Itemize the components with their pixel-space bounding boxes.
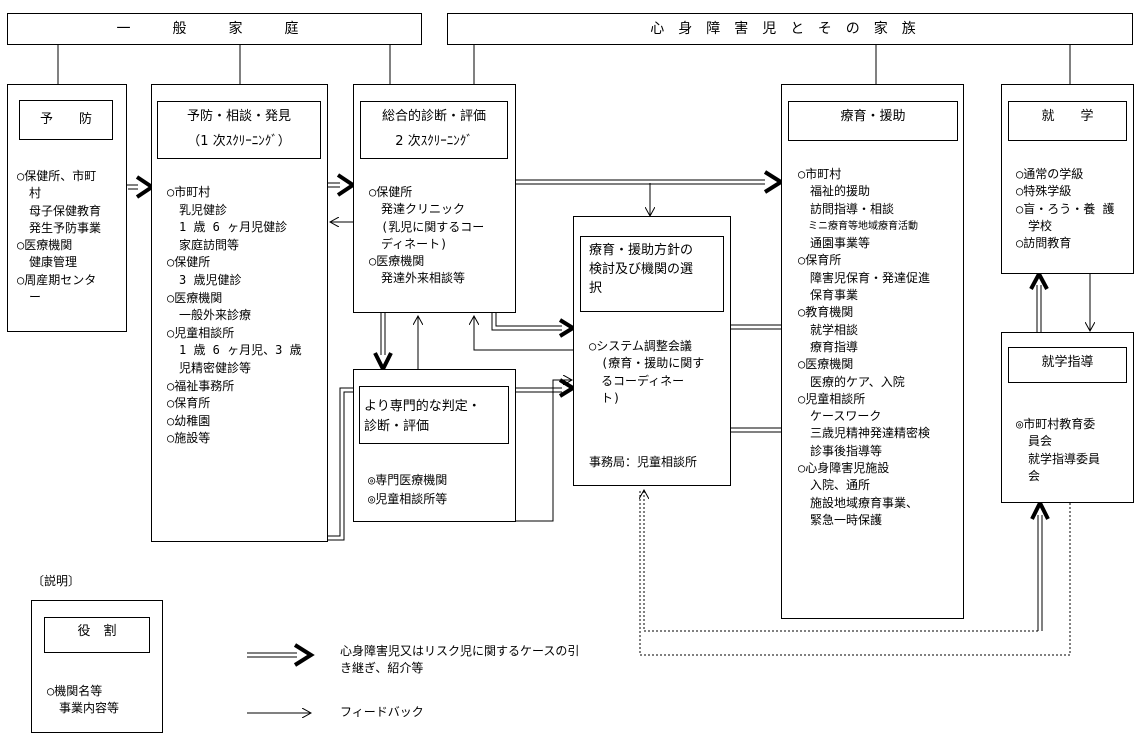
screening1-box <box>151 84 328 542</box>
band-disabled-children-families: 心身障害児とその家族 <box>447 13 1133 45</box>
treatment-items-b: 通園事業等 ○保育所 障害児保育・発達促進 保育事業 ○教育機関 就学相談 療育… <box>798 236 931 527</box>
screening2-items: ○保健所 発達クリニック (乳児に関するコー ディネート) ○医療機関 発達外来… <box>369 185 485 286</box>
band-general-household: 一 般 家 庭 <box>7 13 422 45</box>
screening1-header: 予防・相談・発見 （1 次ｽｸﾘｰﾆﾝｸﾞ） <box>157 101 321 159</box>
legend-role-items: ○機関名等 事業内容等 <box>47 684 120 716</box>
treatment-title: 療育・援助 <box>788 101 958 141</box>
schooling-title: 就 学 <box>1008 101 1127 141</box>
bold-arrow-screening1-to-screening2 <box>328 173 357 197</box>
treatment-items: ○市町村 福祉的援助 訪問指導・相談 ミニ療育等地域療育活動 通園事業等 ○保育… <box>798 166 930 529</box>
screening1-subtitle: （1 次ｽｸﾘｰﾆﾝｸﾞ） <box>187 134 291 149</box>
coordination-items: ○システム調整会議 (療育・援助に関す るコーディネー ト) <box>589 339 705 405</box>
legend-role-title: 役 割 <box>44 617 150 653</box>
bold-arrow-screening2-to-coordination <box>491 313 577 338</box>
legend-thin-arrow-label: フィードバック <box>340 705 424 719</box>
screening2-title: 総合的診断・評価 <box>381 109 486 124</box>
treatment-items-small: ミニ療育等地域療育活動 <box>798 220 918 232</box>
prevention-items: ○保健所、市町 村 母子保健教育 発生予防事業 ○医療機関 健康管理 ○周産期セ… <box>17 169 102 305</box>
coordination-title: 療育・援助方針の 検討及び機関の選 択 <box>580 236 724 312</box>
bold-arrow-guidance-to-schooling <box>1029 269 1049 332</box>
screening2-subtitle: 2 次ｽｸﾘｰﾆﾝｸﾞ <box>395 134 473 149</box>
bold-arrow-screening2-to-specialized <box>373 313 393 374</box>
legend-bold-arrow <box>247 643 315 667</box>
screening2-header: 総合的診断・評価 2 次ｽｸﾘｰﾆﾝｸﾞ <box>360 101 508 159</box>
guidance-title: 就学指導 <box>1008 347 1127 383</box>
coordination-office: 事務局：児童相談所 <box>589 455 698 469</box>
specialized-title: より専門的な判定・ 診断・評価 <box>359 386 509 444</box>
treatment-box <box>781 84 964 619</box>
bold-arrow-prevention-to-screening1 <box>127 175 156 199</box>
schooling-items: ○通常の学級 ○特殊学級 ○盲・ろう・養 護 学校 ○訪問教育 <box>1016 167 1115 251</box>
specialized-items: ◎専門医療機関 ◎児童相談所等 <box>368 473 448 506</box>
prevention-title: 予 防 <box>19 100 113 140</box>
screening1-title: 予防・相談・発見 <box>186 109 291 124</box>
legend-bold-arrow-label: 心身障害児又はリスク児に関するケースの引 き継ぎ、紹介等 <box>340 644 580 675</box>
screening1-items: ○市町村 乳児健診 1 歳 6 ヶ月児健診 家庭訪問等 ○保健所 3 歳児健診 … <box>167 185 302 446</box>
guidance-items: ◎市町村教育委 員会 就学指導委員 会 <box>1016 417 1101 483</box>
legend-caption: 〔説明〕 <box>32 574 81 588</box>
bold-arrow-to-guidance <box>1030 498 1050 631</box>
bold-arrow-screening2-to-treatment <box>515 170 785 194</box>
treatment-items-a: ○市町村 福祉的援助 訪問指導・相談 <box>798 167 895 216</box>
